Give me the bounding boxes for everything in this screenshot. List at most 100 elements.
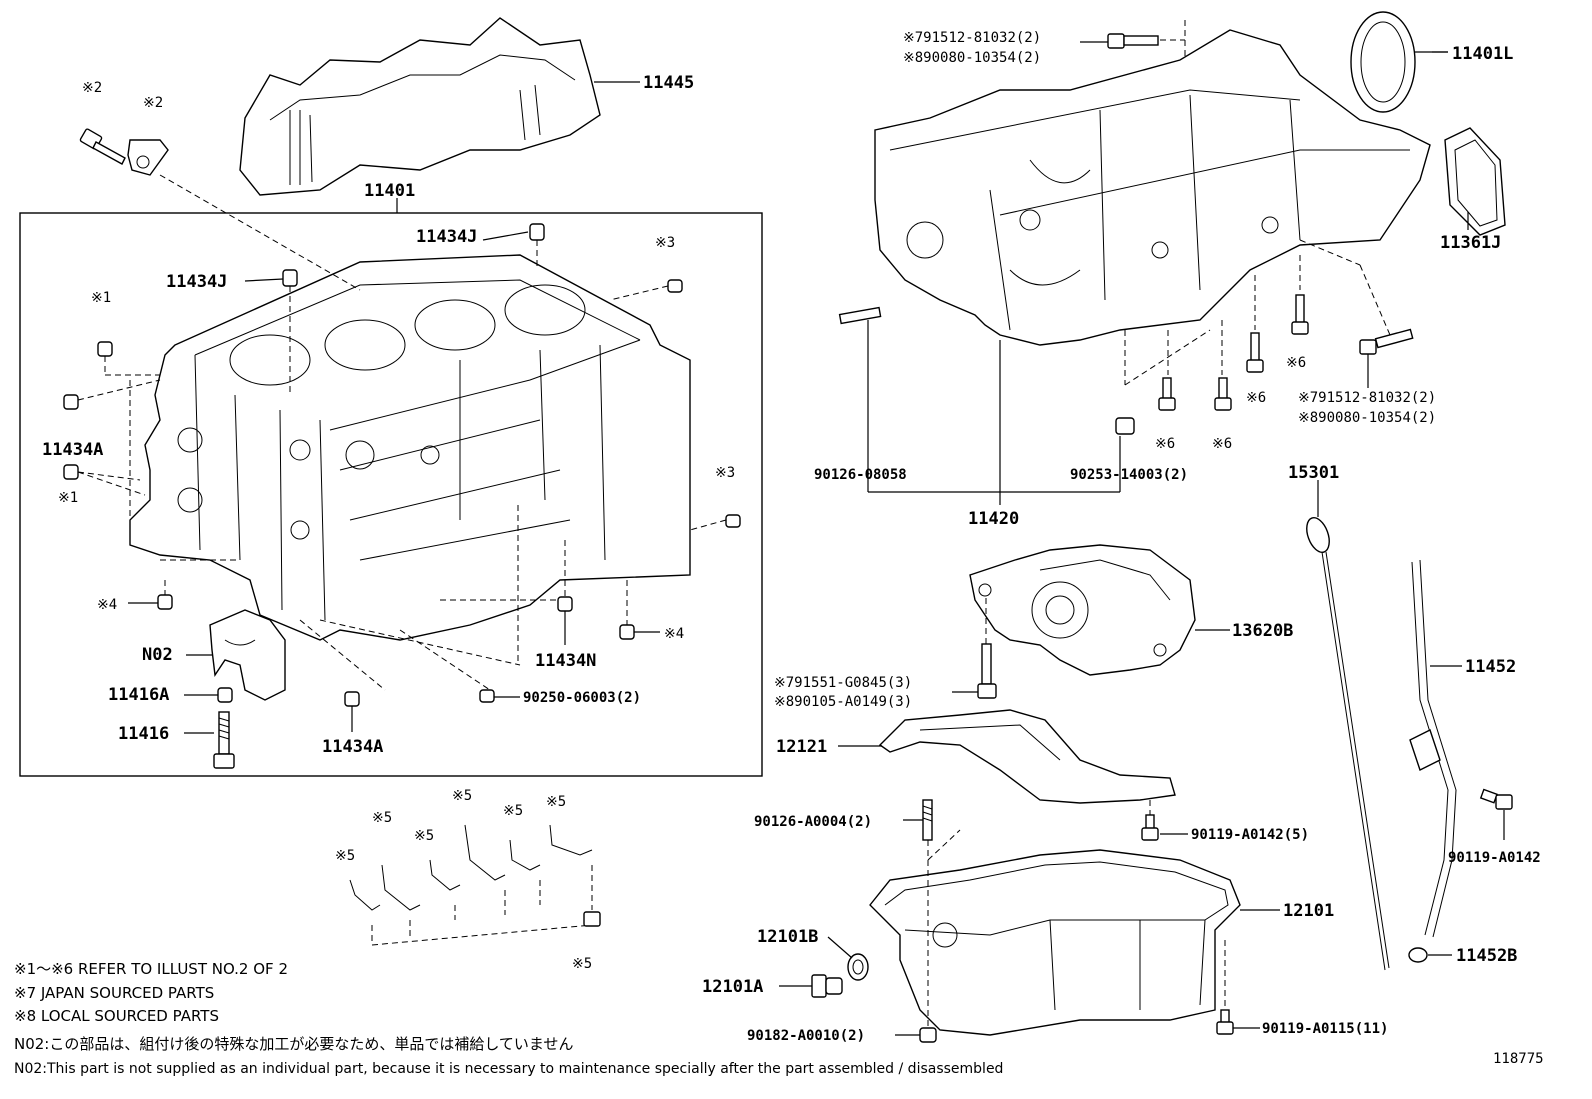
oil-pump-13620B-part[interactable] bbox=[969, 544, 1196, 676]
label-12101A[interactable]: 12101A bbox=[702, 977, 763, 997]
illustration-number: 118775 bbox=[1493, 1051, 1544, 1067]
label-11445[interactable]: 11445 bbox=[643, 73, 694, 93]
oil-pan-lower-12101-part[interactable] bbox=[869, 849, 1241, 1036]
label-11401[interactable]: 11401 bbox=[364, 181, 415, 201]
ref-6-d: ※6 bbox=[1212, 436, 1232, 452]
label-90126-A0004[interactable]: 90126-A0004(2) bbox=[754, 814, 872, 830]
lower-pan-fasteners bbox=[779, 799, 1260, 1043]
label-11401L[interactable]: 11401L bbox=[1452, 44, 1513, 64]
right-bolt-part[interactable] bbox=[1359, 328, 1414, 355]
pin-ref4-left[interactable] bbox=[157, 594, 173, 610]
label-11434A-bottom[interactable]: 11434A bbox=[322, 737, 383, 757]
label-90250[interactable]: 90250-06003(2) bbox=[523, 690, 641, 706]
oil-nozzles-part[interactable] bbox=[349, 824, 601, 946]
label-11452B[interactable]: 11452B bbox=[1456, 946, 1517, 966]
label-90119-A0142-5[interactable]: 90119-A0142(5) bbox=[1191, 827, 1309, 843]
label-90126-08058[interactable]: 90126-08058 bbox=[814, 467, 907, 483]
note-local-sourced: ※8 LOCAL SOURCED PARTS bbox=[14, 1007, 219, 1025]
label-11416A[interactable]: 11416A bbox=[108, 685, 169, 705]
label-13620B[interactable]: 13620B bbox=[1232, 621, 1293, 641]
ref-6-a: ※6 bbox=[1286, 355, 1306, 371]
label-11434J-top[interactable]: 11434J bbox=[416, 227, 477, 247]
ref-5-d: ※5 bbox=[452, 788, 472, 804]
label-N02[interactable]: N02 bbox=[142, 645, 173, 665]
oil-pan-upper-11420-part[interactable] bbox=[874, 29, 1431, 346]
dowel-11434J-top[interactable] bbox=[529, 223, 545, 241]
label-pump-bolt-1[interactable]: ※791551-G0845(3) bbox=[774, 675, 912, 691]
pin-ref3-bottom[interactable] bbox=[725, 514, 741, 528]
gasket-11361J-part[interactable] bbox=[1444, 127, 1506, 236]
pin-ref3-top[interactable] bbox=[667, 279, 683, 293]
label-15301[interactable]: 15301 bbox=[1288, 463, 1339, 483]
bolt-90119-A0142-5-part[interactable] bbox=[1141, 814, 1159, 841]
bolt-90119-A0142-part[interactable] bbox=[1479, 788, 1513, 810]
ref-5-g: ※5 bbox=[572, 956, 592, 972]
label-pump-bolt-2[interactable]: ※890105-A0149(3) bbox=[774, 694, 912, 710]
bolt-ref6-c[interactable] bbox=[1158, 377, 1176, 411]
dowel-11434N[interactable] bbox=[557, 596, 573, 612]
label-90119-A0115[interactable]: 90119-A0115(11) bbox=[1262, 1021, 1388, 1037]
dowel-11416A[interactable] bbox=[217, 687, 233, 703]
knock-sensor-bolt-part[interactable] bbox=[79, 128, 169, 176]
label-11434A-left[interactable]: 11434A bbox=[42, 440, 103, 460]
note-N02-english: N02:This part is not supplied as an indi… bbox=[14, 1061, 1003, 1077]
upper-pan-fasteners bbox=[838, 20, 1448, 505]
ref-1-top: ※1 bbox=[91, 290, 111, 306]
ref-4-right: ※4 bbox=[664, 626, 684, 642]
label-12101B[interactable]: 12101B bbox=[757, 927, 818, 947]
nut-90182-part[interactable] bbox=[919, 1027, 937, 1043]
bolt-90119-A0115-part[interactable] bbox=[1216, 1009, 1234, 1035]
gasket-12101B-part[interactable] bbox=[847, 953, 869, 981]
dowel-11434A-bottom[interactable] bbox=[344, 691, 360, 707]
dipstick-guide-11452-part[interactable] bbox=[1408, 559, 1513, 963]
cylinder-block-part[interactable] bbox=[129, 254, 691, 641]
label-12101[interactable]: 12101 bbox=[1283, 901, 1334, 921]
top-bolt-part[interactable] bbox=[1107, 33, 1159, 49]
ref-5-f: ※5 bbox=[546, 794, 566, 810]
label-top-bolt-1[interactable]: ※791512-81032(2) bbox=[903, 30, 1041, 46]
ref-6-b: ※6 bbox=[1246, 390, 1266, 406]
insulator-11445-part[interactable] bbox=[239, 17, 601, 196]
drain-plug-12101A-part[interactable] bbox=[811, 974, 843, 998]
label-11434N[interactable]: 11434N bbox=[535, 651, 596, 671]
ref-2-bolt: ※2 bbox=[82, 80, 102, 96]
bearing-cap-N02-part[interactable] bbox=[209, 609, 286, 701]
dowel-11434J[interactable] bbox=[282, 269, 298, 287]
pin-ref1-top[interactable] bbox=[97, 341, 113, 357]
stud-90126-08058-part[interactable] bbox=[838, 306, 882, 325]
label-top-bolt-2[interactable]: ※890080-10354(2) bbox=[903, 50, 1041, 66]
label-right-bolt-1[interactable]: ※791512-81032(2) bbox=[1298, 390, 1436, 406]
bolt-ref6-d[interactable] bbox=[1214, 377, 1232, 411]
dowel-11434A-top[interactable] bbox=[63, 394, 79, 410]
bolt-ref6-a[interactable] bbox=[1291, 294, 1309, 335]
dowels bbox=[63, 223, 741, 707]
label-90253[interactable]: 90253-14003(2) bbox=[1070, 467, 1188, 483]
dipstick-15301-part[interactable] bbox=[1302, 515, 1390, 971]
footnotes: ※1～※6 REFER TO ILLUST NO.2 OF 2 ※7 JAPAN… bbox=[14, 960, 1544, 1077]
baffle-plate-12121-part[interactable] bbox=[878, 709, 1176, 804]
dowel-90253-part[interactable] bbox=[1115, 417, 1135, 435]
note-japan-sourced: ※7 JAPAN SOURCED PARTS bbox=[14, 984, 214, 1002]
oil-seal-11401L-part[interactable] bbox=[1350, 11, 1416, 113]
stud-90126-A0004-part[interactable] bbox=[922, 799, 933, 841]
label-11361J[interactable]: 11361J bbox=[1440, 233, 1501, 253]
pin-ref1-bottom[interactable] bbox=[63, 464, 79, 480]
label-90182[interactable]: 90182-A0010(2) bbox=[747, 1028, 865, 1044]
pin-90250[interactable] bbox=[479, 689, 495, 703]
label-11452[interactable]: 11452 bbox=[1465, 657, 1516, 677]
reference-marks: ※2 ※2 ※1 ※1 ※3 ※3 ※4 ※4 ※5 ※5 ※5 ※5 ※5 ※… bbox=[58, 80, 1306, 972]
pin-ref4-right[interactable] bbox=[619, 624, 635, 640]
label-12121[interactable]: 12121 bbox=[776, 737, 827, 757]
ref-4-left: ※4 bbox=[97, 597, 117, 613]
pump-bolt-part[interactable] bbox=[977, 643, 997, 699]
label-right-bolt-2[interactable]: ※890080-10354(2) bbox=[1298, 410, 1436, 426]
ref-3-top: ※3 bbox=[655, 235, 675, 251]
bolt-11416-part[interactable] bbox=[213, 711, 235, 769]
bolt-ref6-b[interactable] bbox=[1246, 332, 1264, 373]
paired-bolt-labels: ※791512-81032(2) ※890080-10354(2) ※79151… bbox=[774, 30, 1436, 710]
label-11434J[interactable]: 11434J bbox=[166, 272, 227, 292]
label-11416[interactable]: 11416 bbox=[118, 724, 169, 744]
label-90119-A0142[interactable]: 90119-A0142 bbox=[1448, 850, 1541, 866]
label-11420[interactable]: 11420 bbox=[968, 509, 1019, 529]
